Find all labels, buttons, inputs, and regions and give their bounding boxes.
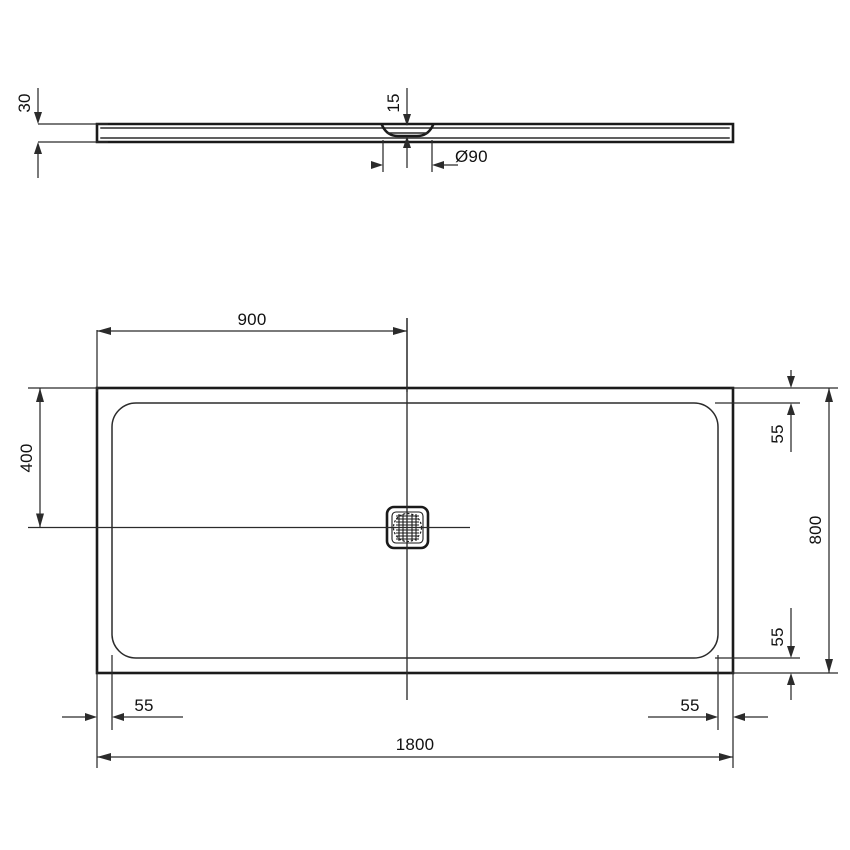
arrowhead-up bbox=[36, 388, 44, 402]
plan-inner-basin-outline bbox=[111, 402, 719, 659]
dim-label-rim-right: 55 bbox=[680, 696, 699, 715]
arrowhead-right bbox=[432, 161, 444, 169]
dim-label-recess-depth: 15 bbox=[384, 93, 403, 112]
arrowhead-left bbox=[733, 713, 745, 721]
dim-label-length-1800: 1800 bbox=[396, 735, 435, 754]
arrowhead-down bbox=[36, 513, 44, 528]
dim-label-rim-bottom: 55 bbox=[768, 627, 787, 646]
dimension-group-right: 55 800 55 bbox=[715, 370, 838, 700]
arrowhead-up bbox=[403, 136, 411, 148]
dimension-group-bottom: 55 55 1800 bbox=[62, 655, 768, 768]
dim-label-rim-top: 55 bbox=[768, 424, 787, 443]
arrowhead-down bbox=[787, 646, 795, 658]
dim-label-thickness: 30 bbox=[15, 93, 34, 112]
arrowhead-down bbox=[825, 659, 833, 673]
arrowhead-down bbox=[34, 112, 42, 124]
arrowhead-right bbox=[706, 713, 718, 721]
arrowhead-left bbox=[371, 161, 383, 169]
arrowhead-down bbox=[787, 376, 795, 388]
arrowhead-left bbox=[97, 327, 111, 335]
dimension-length-1800: 1800 bbox=[97, 735, 733, 761]
dim-label-rim-left: 55 bbox=[134, 696, 153, 715]
arrowhead-down bbox=[403, 114, 411, 126]
dimension-rim-right-55: 55 bbox=[648, 696, 768, 721]
arrowhead-up bbox=[825, 388, 833, 402]
elevation-tray-body bbox=[95, 122, 735, 144]
plan-view: 900 400 bbox=[17, 310, 838, 768]
elevation-view: 30 15 Ø90 bbox=[15, 88, 735, 178]
arrowhead-left bbox=[112, 713, 124, 721]
dimension-drain-diameter-90: Ø90 bbox=[371, 140, 488, 172]
dimension-rim-top-55: 55 bbox=[768, 370, 795, 452]
arrowhead-left bbox=[97, 753, 111, 761]
arrowhead-right bbox=[719, 753, 733, 761]
dim-label-width-800: 800 bbox=[806, 516, 825, 545]
arrowhead-up bbox=[787, 673, 795, 685]
arrowhead-up bbox=[787, 403, 795, 415]
dimension-width-800: 800 bbox=[806, 388, 833, 673]
dim-label-drain-diameter: Ø90 bbox=[455, 147, 488, 166]
dimension-offset-900: 900 bbox=[96, 310, 408, 392]
dim-label-offset-900: 900 bbox=[238, 310, 267, 329]
dimension-thickness-30: 30 bbox=[15, 88, 108, 178]
elevation-waste-recess bbox=[380, 123, 435, 138]
dimension-rim-left-55: 55 bbox=[62, 696, 183, 721]
arrowhead-right bbox=[85, 713, 97, 721]
dimension-offset-400: 400 bbox=[17, 387, 100, 528]
arrowhead-right bbox=[393, 327, 407, 335]
dimension-recess-depth-15: 15 bbox=[384, 88, 411, 168]
plan-outer-outline bbox=[95, 386, 735, 675]
dimension-rim-bottom-55: 55 bbox=[768, 608, 795, 700]
dim-label-offset-400: 400 bbox=[17, 444, 36, 473]
arrowhead-up bbox=[34, 142, 42, 154]
